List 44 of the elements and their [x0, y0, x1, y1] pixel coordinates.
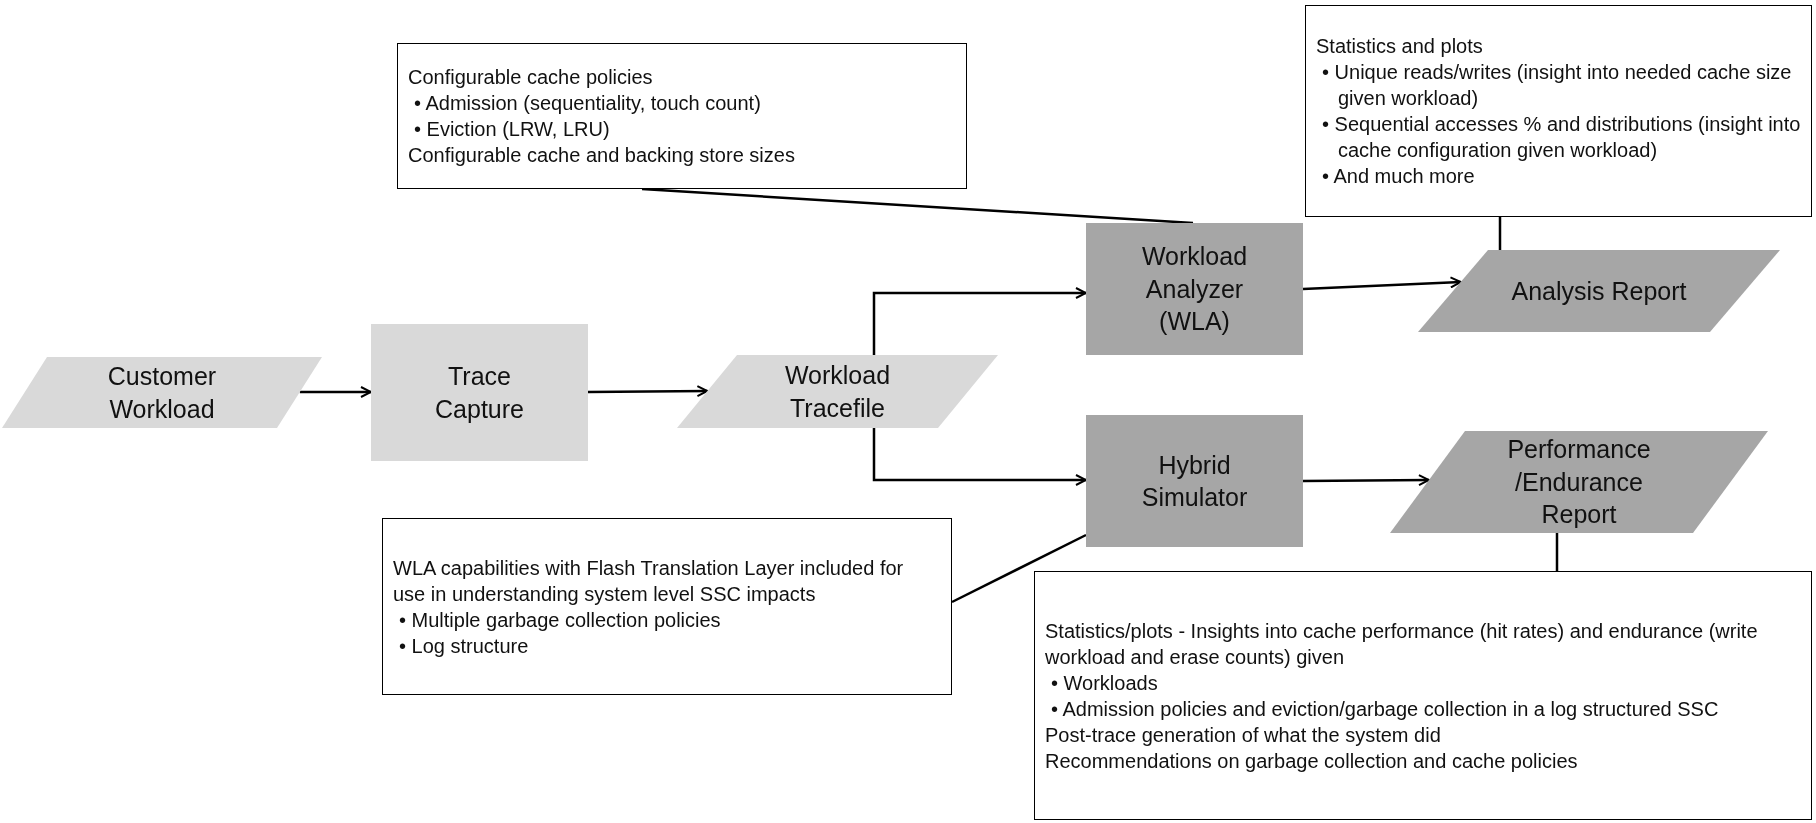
note-text: • And much more	[1321, 164, 1476, 189]
note-text: • Admission (sequentiality, touch count)	[413, 91, 762, 116]
note-text: Statistics/plots - Insights into cache performance (hit rates) and endurance (write workload and erase counts) given	[1045, 618, 1759, 670]
note-text: • Eviction (LRW, LRU)	[413, 117, 611, 142]
note-text: • Admission policies and eviction/garbage collection in a log structured SSC	[1050, 696, 1720, 722]
arrow	[299, 386, 372, 398]
node-label: Customer Workload	[106, 361, 218, 425]
note-box	[1305, 5, 1812, 217]
node-label: Trace Capture	[434, 361, 525, 425]
node-label: Hybrid Simulator	[1140, 449, 1249, 513]
data-parallelogram	[2, 357, 322, 428]
arrow	[1303, 474, 1430, 487]
data-parallelogram	[1418, 250, 1780, 332]
node-label: Workload Analyzer (WLA)	[1140, 241, 1249, 338]
note-text: • Workloads	[1050, 670, 1159, 696]
note-text: • Unique reads/writes (insight into needed cache size given workload)	[1321, 60, 1793, 111]
note-text: • Multiple garbage collection policies	[398, 607, 722, 633]
note-text: • Log structure	[398, 633, 530, 659]
note-box	[1034, 571, 1812, 820]
arrow	[1302, 276, 1462, 291]
note-box	[397, 43, 967, 189]
node-label: Workload Tracefile	[783, 360, 892, 424]
node-label: Performance /Endurance Report	[1506, 434, 1652, 531]
node-label: Analysis Report	[1510, 275, 1688, 307]
connector-line	[1498, 217, 1502, 250]
connector-line	[951, 533, 1087, 604]
note-text: Statistics and plots	[1316, 34, 1484, 59]
arrow	[872, 287, 1087, 355]
connector-line	[1555, 533, 1559, 571]
process-box	[1086, 223, 1303, 355]
note-text: Configurable cache and backing store sizes	[408, 143, 796, 168]
note-box	[382, 518, 952, 695]
note-text: • Sequential accesses % and distributions (insight into cache configuration given workload)	[1321, 112, 1801, 163]
note-text: Recommendations on garbage collection and cache policies	[1045, 748, 1579, 774]
note-text: Post-trace generation of what the system did	[1045, 722, 1442, 748]
connector-line	[641, 187, 1194, 225]
process-box	[1086, 415, 1303, 547]
arrow	[872, 428, 1087, 486]
note-text: WLA capabilities with Flash Translation Layer included for use in understanding system level SSC impacts	[393, 555, 905, 607]
process-box	[371, 324, 588, 461]
data-parallelogram	[1390, 431, 1768, 533]
data-parallelogram	[677, 355, 998, 428]
arrow	[588, 385, 709, 398]
note-text: Configurable cache policies	[408, 65, 654, 90]
